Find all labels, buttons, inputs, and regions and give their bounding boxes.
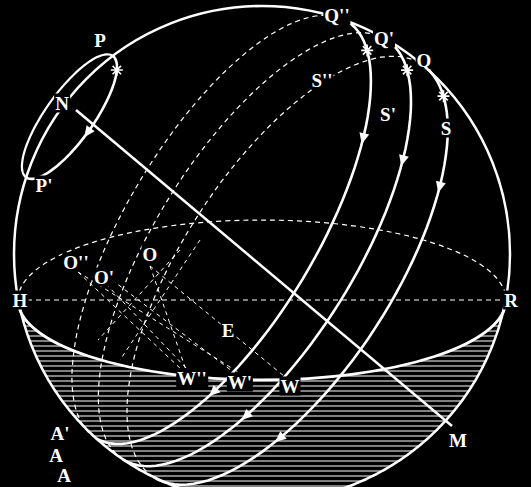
- horizon-label: R: [503, 291, 519, 310]
- point-label: Q'': [323, 6, 350, 25]
- direction-arrow: [84, 125, 95, 137]
- setting-point-label: W': [227, 373, 253, 392]
- construction-lines: [78, 240, 284, 376]
- point-label: Q': [373, 29, 395, 48]
- direction-arrow: [436, 181, 446, 193]
- diurnal-circle-front: [96, 21, 371, 444]
- point-label: O: [142, 245, 159, 264]
- horizon-back: [18, 220, 506, 300]
- direction-arrow: [241, 409, 253, 420]
- axis-line: [76, 110, 452, 426]
- direction-arrow: [209, 385, 220, 396]
- direction-arrow: [275, 431, 287, 442]
- horizon-label: H: [12, 291, 29, 310]
- direction-arrow: [399, 154, 409, 166]
- star-label: S'': [310, 71, 333, 90]
- sphere-outline: [14, 6, 510, 487]
- star-symbol: [437, 90, 449, 102]
- setting-point-label: W: [280, 377, 301, 396]
- point-label: A': [50, 424, 71, 443]
- diurnal-circle-back: [127, 56, 421, 477]
- horizon-diameter: [18, 299, 506, 300]
- diurnal-circle-front: [153, 64, 447, 485]
- star-symbol: [361, 44, 373, 56]
- point-label: A: [48, 446, 64, 465]
- point-label: E: [221, 321, 236, 340]
- pole-label: P: [93, 31, 107, 50]
- star-symbol: [401, 64, 413, 76]
- star-label: S': [379, 105, 397, 124]
- direction-arrow: [360, 132, 370, 144]
- setting-point-label: W'': [176, 369, 208, 388]
- diurnal-circle-back: [22, 54, 113, 177]
- diurnal-circle-front: [123, 39, 411, 466]
- diurnal-circle-back: [72, 15, 347, 438]
- point-label: O'': [62, 253, 89, 272]
- diurnal-circle-back: [98, 33, 386, 460]
- point-label: O': [93, 268, 115, 287]
- point-label: Q: [416, 51, 433, 70]
- star-symbol: [111, 64, 123, 76]
- point-label: N: [54, 94, 70, 113]
- point-label: P': [35, 176, 54, 195]
- star-label: S: [440, 119, 453, 138]
- point-label: A: [56, 465, 72, 484]
- point-label: M: [448, 431, 468, 450]
